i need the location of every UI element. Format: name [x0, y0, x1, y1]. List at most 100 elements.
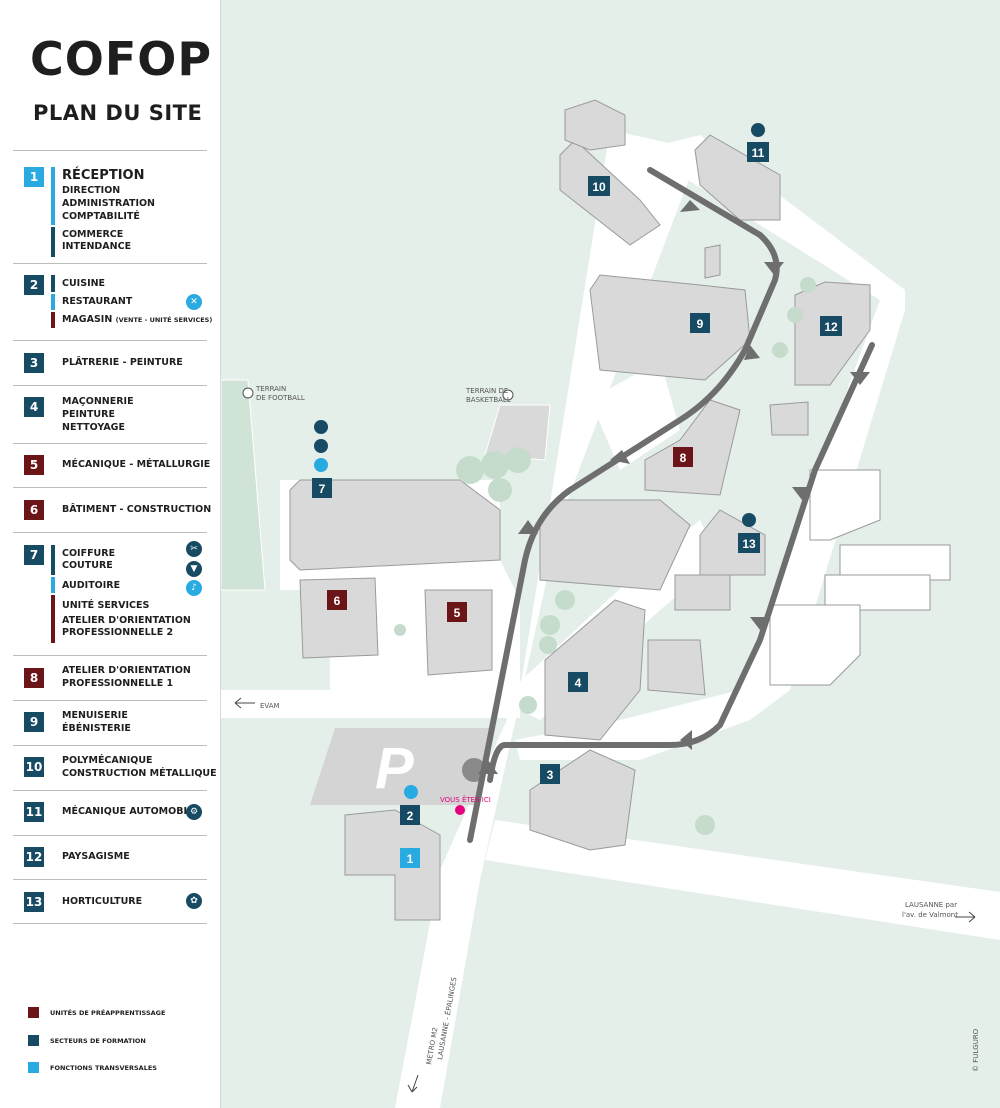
divider — [13, 835, 207, 836]
section-line: CUISINE — [62, 278, 106, 289]
badge-5: 5 — [24, 455, 44, 475]
label-football-2: DE FOOTBALL — [256, 394, 305, 402]
category-bar — [51, 312, 55, 328]
badge-9: 9 — [24, 712, 44, 732]
divider — [13, 487, 207, 488]
label-lausanne-1: LAUSANNE par — [905, 901, 957, 909]
building-11 — [694, 134, 781, 221]
badge-7: 7 — [24, 545, 44, 565]
route-paths — [467, 167, 875, 843]
building-4 — [544, 599, 646, 741]
map-badge-9 — [690, 313, 710, 333]
legend-label: SECTEURS DE FORMATION — [50, 1037, 146, 1045]
map-badge-8 — [673, 447, 693, 467]
divider — [13, 443, 207, 444]
trees — [394, 277, 816, 835]
direction-arrows — [234, 697, 976, 1093]
page-title: PLAN DU SITE — [33, 101, 203, 125]
building-kiosk — [704, 244, 721, 279]
map-badge-11 — [747, 142, 769, 162]
greenhouses — [769, 469, 951, 686]
category-bar — [51, 577, 55, 593]
map-badge-12-label: 12 — [824, 320, 838, 334]
road-east — [515, 135, 905, 760]
category-bar — [51, 275, 55, 292]
section-line: AUDITOIRE — [62, 580, 121, 591]
building-small-b — [647, 639, 706, 696]
map-badge-8-label: 8 — [680, 451, 687, 465]
map-badge-7 — [312, 478, 332, 498]
section-line: MAGASIN (VENTE - UNITÉ SERVICES) — [62, 314, 212, 327]
map-badge-3-label: 3 — [547, 768, 554, 782]
section-line-note: (VENTE - UNITÉ SERVICES) — [115, 316, 213, 324]
section-line: COMPTABILITÉ — [62, 211, 140, 222]
you-are-here-marker — [455, 805, 465, 815]
section-line: HORTICULTURE — [62, 896, 143, 907]
section-line: PLÂTRERIE - PEINTURE — [62, 357, 183, 368]
label-football-1: TERRAIN — [255, 385, 286, 393]
label-basketball-1: TERRAIN DE — [465, 387, 508, 395]
map-badge-2-label: 2 — [407, 809, 414, 823]
map-auditorium-icon — [314, 458, 328, 472]
divider — [13, 790, 207, 791]
legend-swatch-transversales — [28, 1062, 39, 1073]
badge-1: 1 — [24, 167, 44, 187]
divider — [13, 385, 207, 386]
map-badge-10-label: 10 — [592, 180, 606, 194]
map-badge-6 — [327, 590, 347, 610]
map-badge-1-label: 1 — [407, 852, 414, 866]
section-line: ADMINISTRATION — [62, 198, 156, 209]
map-badge-1 — [400, 848, 420, 868]
divider — [13, 923, 207, 924]
map-badge-11-label: 11 — [752, 146, 765, 160]
map-cutlery-icon — [404, 785, 418, 799]
section-line-main: MAGASIN — [62, 314, 113, 325]
route-path-east — [502, 342, 875, 748]
category-bar — [51, 545, 55, 575]
section-line: BÂTIMENT - CONSTRUCTION — [62, 504, 212, 515]
map-badge-7-label: 7 — [319, 482, 326, 496]
brand-logo: COFOP — [30, 32, 213, 86]
map-icons — [242, 123, 765, 815]
building-shed — [769, 401, 809, 436]
map-badge-12 — [820, 316, 842, 336]
divider — [13, 655, 207, 656]
cutlery-icon: ✕ — [186, 294, 202, 310]
section-line: ÉBÉNISTERIE — [62, 723, 131, 734]
legend-label: FONCTIONS TRANSVERSALES — [50, 1064, 157, 1072]
yard-mid — [590, 360, 680, 470]
badge-12: 12 — [24, 847, 44, 867]
divider — [13, 745, 207, 746]
flower-icon: ✿ — [186, 893, 202, 909]
map-scissors-icon — [314, 420, 328, 434]
map-car-service-icon — [751, 123, 765, 137]
building-9 — [589, 274, 751, 381]
section-line: COMMERCE — [62, 229, 124, 240]
map-badge-5 — [447, 602, 467, 622]
road-main — [395, 130, 700, 1108]
map-badge-13 — [738, 533, 760, 553]
section-line: MENUISERIE — [62, 710, 128, 721]
section-line: ATELIER D'ORIENTATION — [62, 665, 191, 676]
map-badge-13-label: 13 — [742, 537, 756, 551]
badge-13: 13 — [24, 892, 44, 912]
map-badge-2 — [400, 805, 420, 825]
site-map: P — [221, 0, 1000, 1108]
section-line: POLYMÉCANIQUE — [62, 755, 153, 766]
badge-6: 6 — [24, 500, 44, 520]
label-basketball-2: BASKETBALL — [466, 396, 511, 404]
badge-11: 11 — [24, 802, 44, 822]
section-line: PAYSAGISME — [62, 851, 130, 862]
section-line: RESTAURANT — [62, 296, 133, 307]
section-line: PROFESSIONNELLE 2 — [62, 627, 174, 638]
section-line: COUTURE — [62, 560, 113, 571]
section-line: CONSTRUCTION MÉTALLIQUE — [62, 768, 217, 779]
map-badge-6-label: 6 — [334, 594, 341, 608]
map-badge-5-label: 5 — [454, 606, 461, 620]
section-line: UNITÉ SERVICES — [62, 600, 150, 611]
route-path-link — [487, 742, 508, 783]
football-field — [221, 379, 266, 591]
divider — [13, 532, 207, 533]
divider — [13, 879, 207, 880]
arrow-left-evam — [234, 697, 255, 709]
